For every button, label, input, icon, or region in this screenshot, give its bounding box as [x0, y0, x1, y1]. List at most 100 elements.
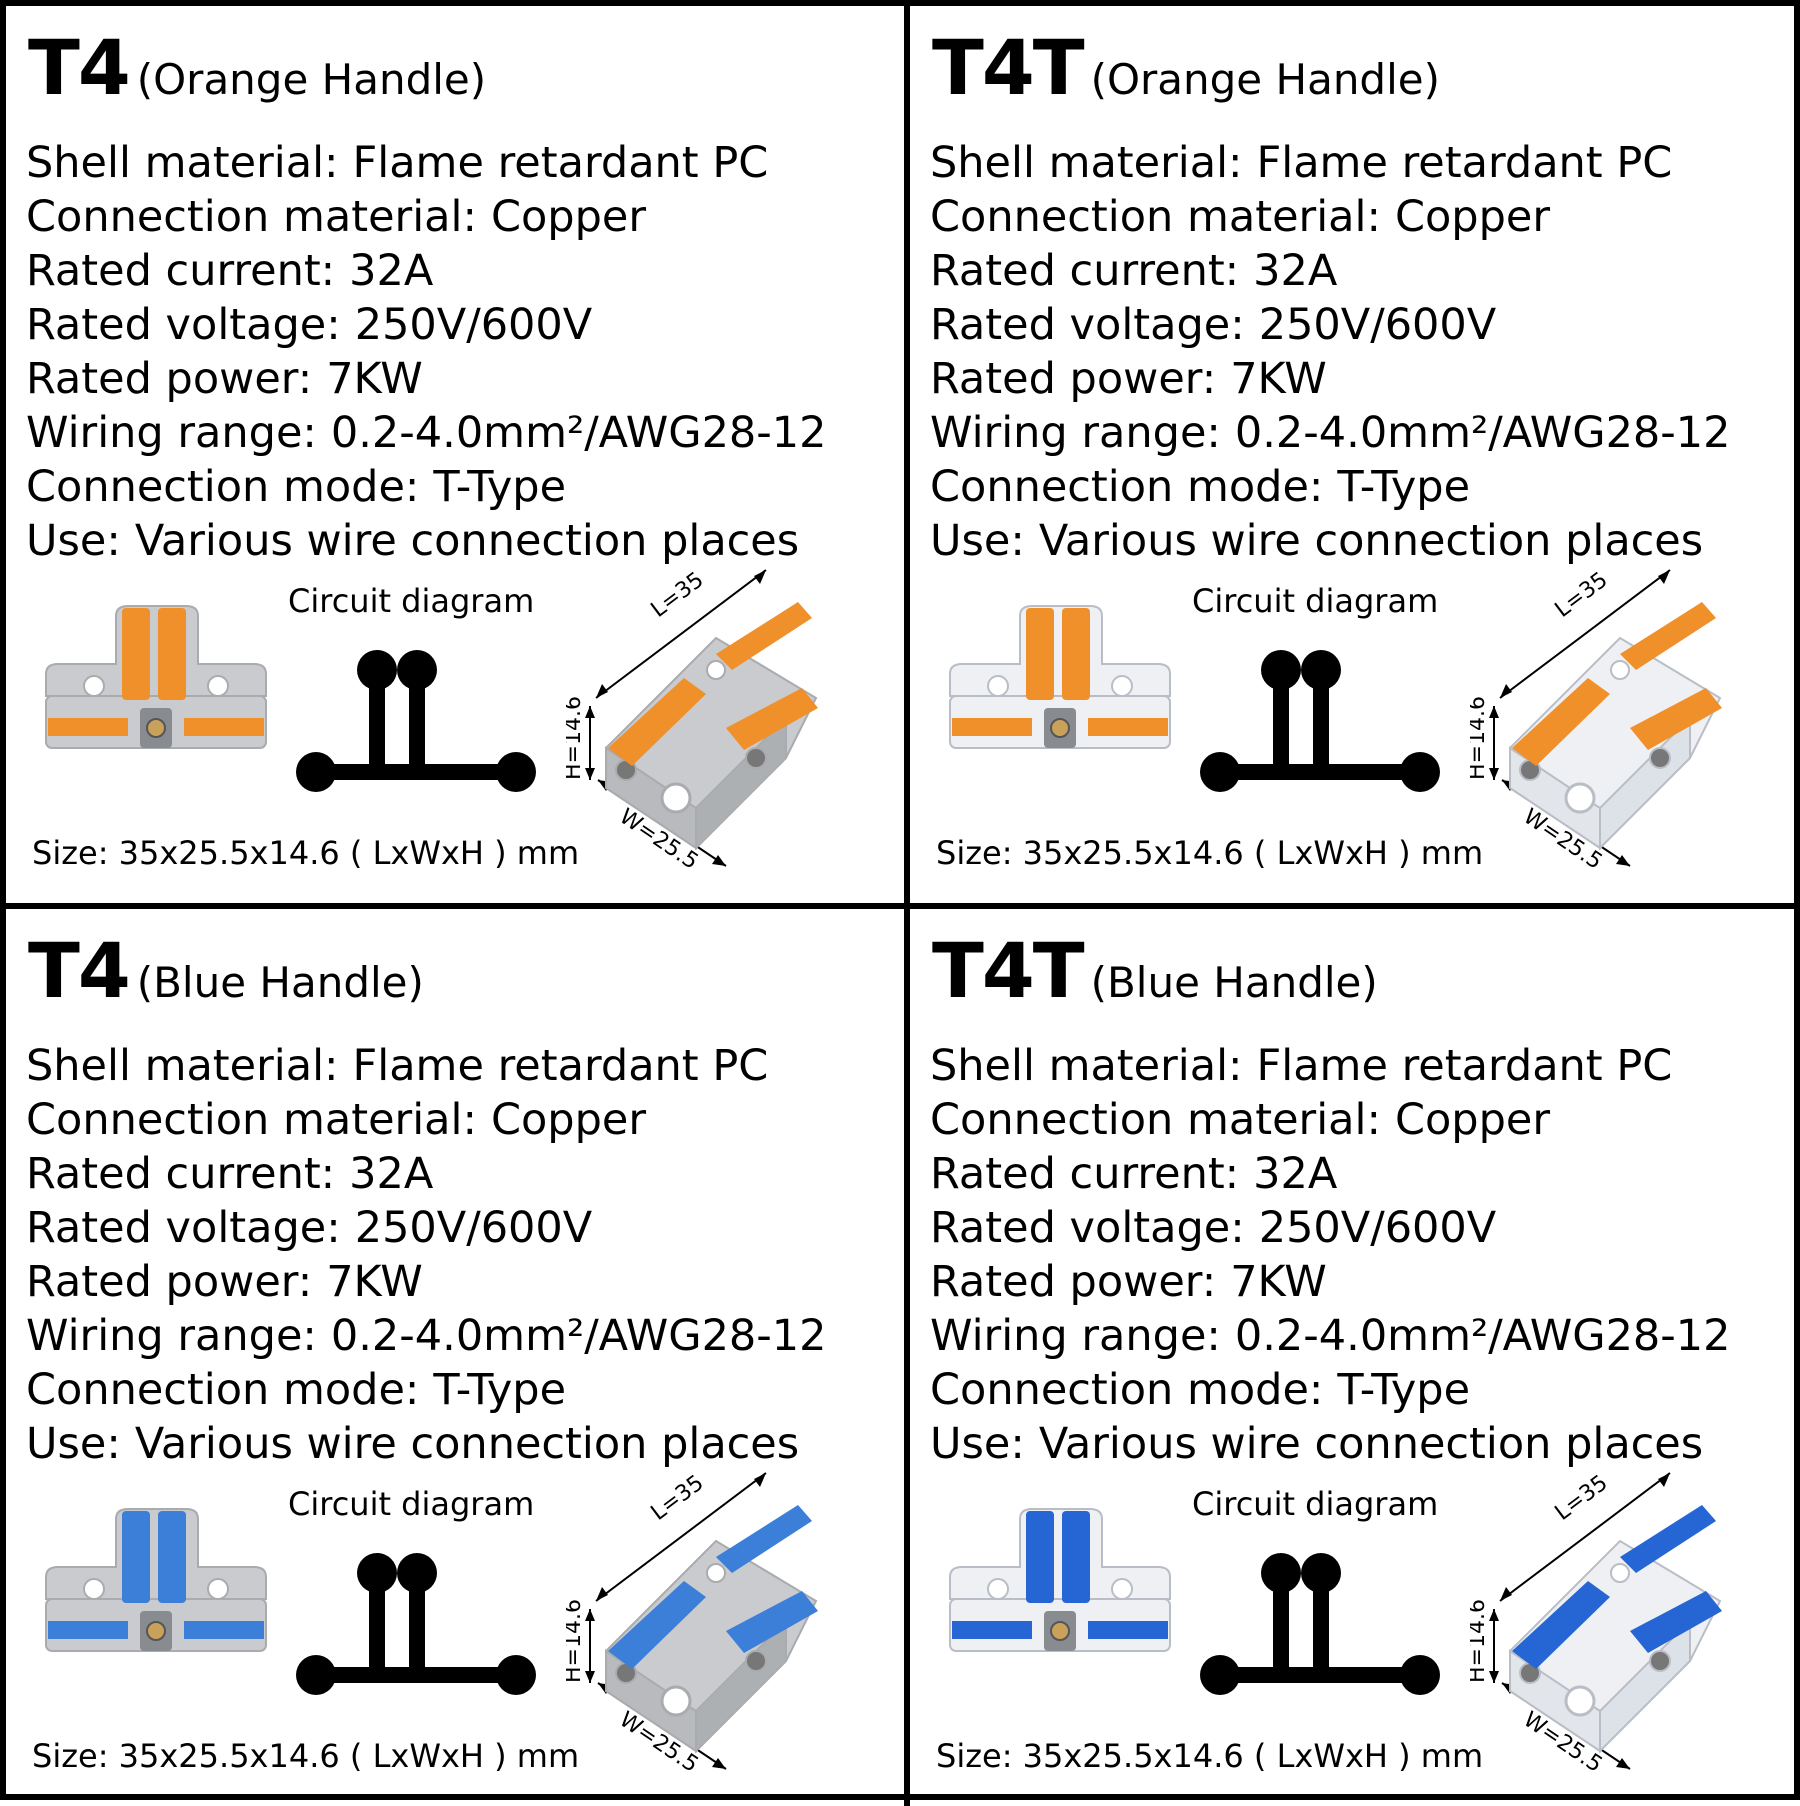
spec-value: 32A — [349, 246, 434, 296]
spec-label: Rated power: — [930, 354, 1217, 404]
spec-value: Various wire connection places — [134, 1419, 800, 1469]
connector-dimension-image: L=35H=14.6W=25.5 — [1470, 568, 1722, 875]
spec-label: Shell material: — [26, 1041, 339, 1091]
spec-value: 250V/600V — [1258, 300, 1497, 350]
spec-row: Shell material: Flame retardant PC — [930, 1039, 1731, 1093]
spec-value: 0.2-4.0mm²/AWG28-12 — [330, 1311, 827, 1361]
spec-value: 32A — [349, 1149, 434, 1199]
spec-label: Rated voltage: — [26, 1203, 341, 1253]
connector-dimension-image: L=35H=14.6W=25.5 — [566, 568, 818, 875]
spec-value: 250V/600V — [1258, 1203, 1497, 1253]
spec-label: Connection mode: — [26, 462, 420, 512]
dimension-height: H=14.6 — [566, 696, 586, 780]
spec-value: Copper — [490, 1095, 646, 1145]
handle-variant: (Orange Handle) — [136, 55, 487, 104]
dimension-height: H=14.6 — [566, 1599, 586, 1683]
spec-value: Copper — [1394, 192, 1550, 242]
spec-row: Rated voltage:250V/600V — [26, 298, 827, 352]
model-name: T4 — [28, 23, 131, 112]
panel-title: T4T(Orange Handle) — [932, 30, 1440, 106]
spec-row: Rated current: 32A — [930, 244, 1731, 298]
spec-value: T-Type — [1337, 462, 1471, 512]
spec-label: Connection mode: — [930, 462, 1324, 512]
handle-variant: (Blue Handle) — [1090, 958, 1378, 1007]
dimension-length: L=35 — [647, 568, 709, 623]
model-name: T4T — [932, 23, 1085, 112]
spec-label: Rated current: — [26, 246, 336, 296]
spec-label: Use: — [930, 1419, 1025, 1469]
spec-value: 32A — [1253, 1149, 1338, 1199]
spec-row: Shell material:Flame retardant PC — [26, 136, 827, 190]
dimension-length: L=35 — [1551, 1471, 1613, 1526]
spec-row: Rated power:7KW — [26, 352, 827, 406]
spec-label: Rated current: — [930, 246, 1240, 296]
spec-row: Rated voltage:250V/600V — [930, 298, 1731, 352]
spec-row: Use: Various wire connection places — [26, 1417, 827, 1471]
product-panel: T4T(Orange Handle) Shell material: Flame r… — [910, 6, 1800, 897]
spec-label: Shell material: — [930, 138, 1243, 188]
spec-row: Connection mode:T-Type — [26, 1363, 827, 1417]
spec-label: Connection material: — [26, 192, 477, 242]
spec-row: Connection mode:T-Type — [26, 460, 827, 514]
circuit-diagram-label: Circuit diagram — [1192, 582, 1439, 620]
size-text: Size: 35x25.5x14.6 ( LxWxH ) mm — [32, 834, 580, 872]
spec-row: Use: Various wire connection places — [930, 1417, 1731, 1471]
spec-value: Various wire connection places — [1038, 1419, 1704, 1469]
spec-label: Use: — [930, 516, 1025, 566]
spec-row: Wiring range: 0.2-4.0mm²/AWG28-12 — [930, 406, 1731, 460]
spec-row: Connection material:Copper — [26, 190, 827, 244]
spec-value: T-Type — [1337, 1365, 1471, 1415]
spec-value: Flame retardant PC — [1256, 138, 1673, 188]
spec-label: Rated voltage: — [930, 1203, 1245, 1253]
spec-row: Rated voltage: 250V/600V — [930, 1201, 1731, 1255]
circuit-diagram-icon — [1200, 1553, 1440, 1695]
spec-value: Various wire connection places — [134, 516, 800, 566]
spec-value: Flame retardant PC — [1256, 1041, 1673, 1091]
spec-label: Connection material: — [930, 192, 1381, 242]
spec-row: Rated power: 7KW — [930, 352, 1731, 406]
spec-label: Wiring range: — [26, 408, 317, 458]
horizontal-divider — [6, 903, 1800, 909]
spec-value: 0.2-4.0mm²/AWG28-12 — [1234, 1311, 1731, 1361]
spec-value: 32A — [1253, 246, 1338, 296]
spec-value: 250V/600V — [354, 300, 593, 350]
circuit-diagram-label: Circuit diagram — [1192, 1485, 1439, 1523]
spec-label: Rated current: — [26, 1149, 336, 1199]
spec-value: 0.2-4.0mm²/AWG28-12 — [330, 408, 827, 458]
product-panel: T4(Blue Handle) Shell material:Flame reta… — [6, 909, 898, 1800]
panel-title: T4(Orange Handle) — [28, 30, 486, 106]
spec-label: Use: — [26, 1419, 121, 1469]
circuit-diagram-icon — [296, 1553, 536, 1695]
size-text: Size: 35x25.5x14.6 ( LxWxH ) mm — [32, 1737, 580, 1775]
spec-row: Wiring range: 0.2-4.0mm²/AWG28-12 — [930, 1309, 1731, 1363]
spec-row: Wiring range:0.2-4.0mm²/AWG28-12 — [26, 1309, 827, 1363]
dimension-height: H=14.6 — [1470, 1599, 1490, 1683]
connector-dimension-image: L=35H=14.6W=25.5 — [566, 1471, 818, 1778]
panel-title: T4(Blue Handle) — [28, 933, 424, 1009]
spec-value: 7KW — [1230, 354, 1327, 404]
circuit-diagram-icon — [1200, 650, 1440, 792]
spec-row: Use:Various wire connection places — [930, 514, 1731, 568]
spec-value: 0.2-4.0mm²/AWG28-12 — [1234, 408, 1731, 458]
spec-label: Rated power: — [26, 354, 313, 404]
spec-label: Connection mode: — [930, 1365, 1324, 1415]
spec-label: Wiring range: — [930, 1311, 1221, 1361]
handle-variant: (Blue Handle) — [136, 958, 424, 1007]
spec-label: Rated power: — [930, 1257, 1217, 1307]
spec-label: Wiring range: — [930, 408, 1221, 458]
spec-row: Connection material:Copper — [930, 1093, 1731, 1147]
connector-front-image — [949, 605, 1171, 749]
spec-value: T-Type — [433, 1365, 567, 1415]
spec-value: 7KW — [326, 1257, 423, 1307]
circuit-diagram-icon — [296, 650, 536, 792]
spec-row: Connection material: Copper — [930, 190, 1731, 244]
product-panel: T4(Orange Handle) Shell material:Flame re… — [6, 6, 898, 897]
spec-row: Rated power:7KW — [26, 1255, 827, 1309]
connector-front-image — [45, 1508, 267, 1652]
circuit-diagram-label: Circuit diagram — [288, 582, 535, 620]
spec-row: Shell material:Flame retardant PC — [26, 1039, 827, 1093]
spec-value: 7KW — [1230, 1257, 1327, 1307]
spec-label: Shell material: — [930, 1041, 1243, 1091]
dimension-height: H=14.6 — [1470, 696, 1490, 780]
